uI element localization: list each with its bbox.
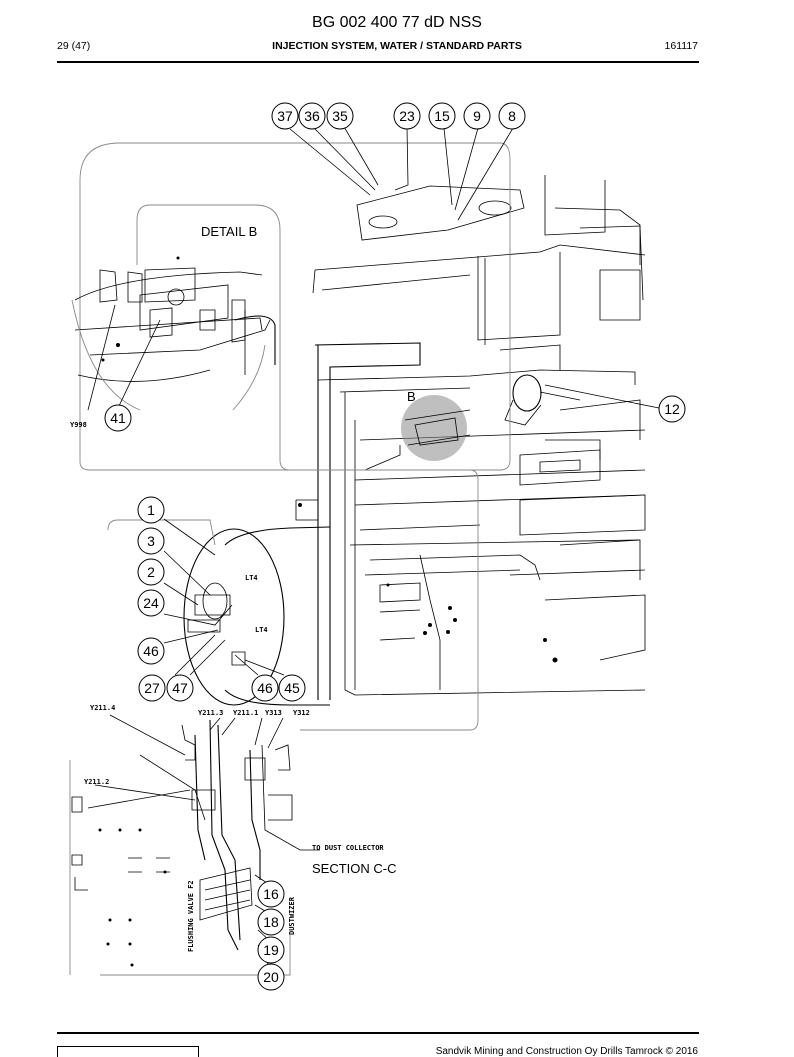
detail-b-marker: B [407, 389, 416, 404]
page-number: 29 (47) [57, 40, 91, 52]
label-y998: Y998 [70, 421, 87, 429]
label-flushing-valve: FLUSHING VALVE F2 [187, 880, 195, 952]
callout-46-left: 46 [137, 637, 165, 665]
callout-19: 19 [257, 936, 285, 964]
callout-12: 12 [658, 395, 686, 423]
company-logo [57, 1046, 199, 1057]
svg-text:12: 12 [664, 401, 680, 417]
callout-1: 1 [137, 496, 165, 524]
svg-text:1: 1 [147, 502, 155, 518]
svg-text:27: 27 [144, 680, 160, 696]
svg-text:9: 9 [473, 108, 481, 124]
label-y211-2: Y211.2 [84, 778, 109, 786]
callout-37: 37 [271, 102, 299, 130]
footer-rule [57, 1032, 699, 1034]
document-date: 161117 [664, 40, 698, 52]
callout-15: 15 [428, 102, 456, 130]
svg-text:46: 46 [143, 643, 159, 659]
callout-23: 23 [393, 102, 421, 130]
callout-45: 45 [278, 674, 306, 702]
label-y313: Y313 [265, 709, 282, 717]
label-lt4-a: LT4 [245, 574, 258, 582]
svg-text:16: 16 [263, 886, 279, 902]
label-to-dust-collector: TO DUST COLLECTOR [312, 844, 384, 852]
svg-text:24: 24 [143, 595, 159, 611]
document-title: BG 002 400 77 dD NSS [312, 14, 482, 31]
svg-text:41: 41 [110, 410, 126, 426]
svg-text:47: 47 [172, 680, 188, 696]
detail-b-label: DETAIL B [201, 224, 257, 239]
callout-20: 20 [257, 963, 285, 991]
label-y211-1: Y211.1 [233, 709, 258, 717]
svg-text:19: 19 [263, 942, 279, 958]
label-dustwizer: DUSTWIZER [288, 896, 296, 935]
svg-text:8: 8 [508, 108, 516, 124]
footer-copyright: Sandvik Mining and Construction Oy Drill… [435, 1046, 698, 1057]
callout-18: 18 [257, 908, 285, 936]
detail-b-frame [71, 142, 511, 731]
leader-lines [87, 124, 660, 969]
svg-text:46: 46 [257, 680, 273, 696]
label-lt4-b: LT4 [255, 626, 268, 634]
header-rule [57, 61, 699, 63]
callout-16: 16 [257, 880, 285, 908]
svg-text:37: 37 [277, 108, 293, 124]
callout-47: 47 [166, 674, 194, 702]
section-cc-frame [69, 719, 320, 976]
svg-text:15: 15 [434, 108, 450, 124]
label-y211-3: Y211.3 [198, 709, 223, 717]
machine-frame [183, 175, 646, 706]
callout-9: 9 [463, 102, 491, 130]
svg-text:23: 23 [399, 108, 415, 124]
label-y312: Y312 [293, 709, 310, 717]
callout-2: 2 [137, 558, 165, 586]
svg-text:18: 18 [263, 914, 279, 930]
callout-36: 36 [298, 102, 326, 130]
svg-text:35: 35 [332, 108, 348, 124]
section-cc-label: SECTION C-C [312, 861, 397, 876]
svg-text:45: 45 [284, 680, 300, 696]
callout-35: 35 [326, 102, 354, 130]
section-title: INJECTION SYSTEM, WATER / STANDARD PARTS [272, 40, 522, 52]
callout-3: 3 [137, 527, 165, 555]
label-y211-4: Y211.4 [90, 704, 115, 712]
callout-24: 24 [137, 589, 165, 617]
callout-41: 41 [104, 404, 132, 432]
svg-text:3: 3 [147, 533, 155, 549]
svg-text:20: 20 [263, 969, 279, 985]
callout-46-right: 46 [251, 674, 279, 702]
callout-27: 27 [138, 674, 166, 702]
svg-text:2: 2 [147, 564, 155, 580]
svg-text:36: 36 [304, 108, 320, 124]
callout-8: 8 [498, 102, 526, 130]
